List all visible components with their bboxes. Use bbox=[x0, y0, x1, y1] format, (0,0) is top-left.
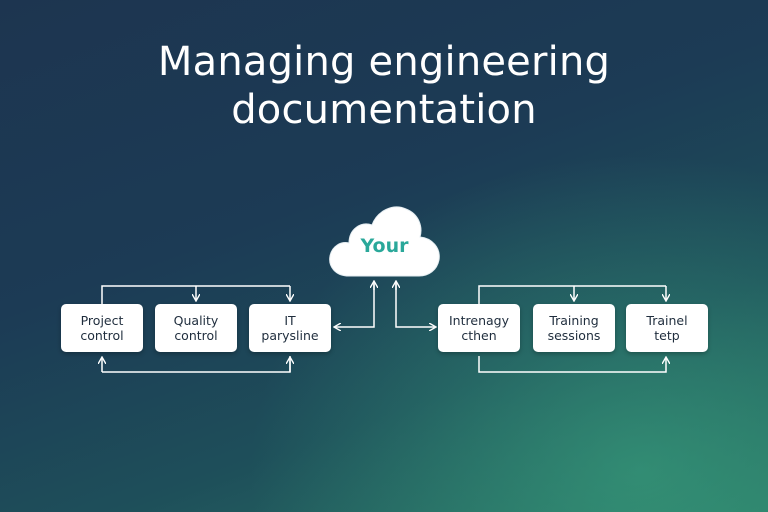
node-label-line2: control bbox=[174, 328, 218, 343]
node-intrenagy-cthen: Intrenagy cthen bbox=[438, 304, 520, 352]
cloud-right-link bbox=[395, 284, 435, 327]
node-label-line1: IT bbox=[284, 313, 296, 328]
left-bottom-bracket bbox=[102, 356, 291, 373]
node-label-line1: Quality bbox=[173, 313, 219, 328]
node-quality-control: Quality control bbox=[155, 304, 237, 352]
node-label-line2: tetp bbox=[654, 328, 680, 343]
node-label-line2: sessions bbox=[547, 328, 601, 343]
title-line-1: Managing engineering bbox=[157, 39, 611, 85]
node-label-line1: Intrenagy bbox=[449, 313, 509, 328]
node-trainel-tetp: Trainel tetp bbox=[626, 304, 708, 352]
cloud-label: Your bbox=[360, 235, 409, 257]
title-line-2: documentation bbox=[231, 87, 537, 133]
node-it-parysline: IT parysline bbox=[249, 304, 331, 352]
node-project-control: Project control bbox=[61, 304, 143, 352]
node-training-sessions: Training sessions bbox=[533, 304, 615, 352]
cloud-node: Your bbox=[327, 203, 442, 278]
cloud-left-link bbox=[335, 284, 375, 327]
node-label-line2: cthen bbox=[461, 328, 497, 343]
left-top-bracket bbox=[101, 285, 290, 304]
node-label-line2: parysline bbox=[261, 328, 319, 343]
node-label-line1: Trainel bbox=[646, 313, 688, 328]
node-label-line1: Training bbox=[549, 313, 599, 328]
node-label-line1: Project bbox=[80, 313, 124, 328]
right-top-bracket bbox=[478, 285, 666, 304]
right-bottom-bracket bbox=[478, 356, 666, 373]
node-label-line2: control bbox=[80, 328, 124, 343]
diagram-title: Managing engineering documentation bbox=[0, 38, 768, 134]
cloud-icon bbox=[329, 206, 440, 277]
